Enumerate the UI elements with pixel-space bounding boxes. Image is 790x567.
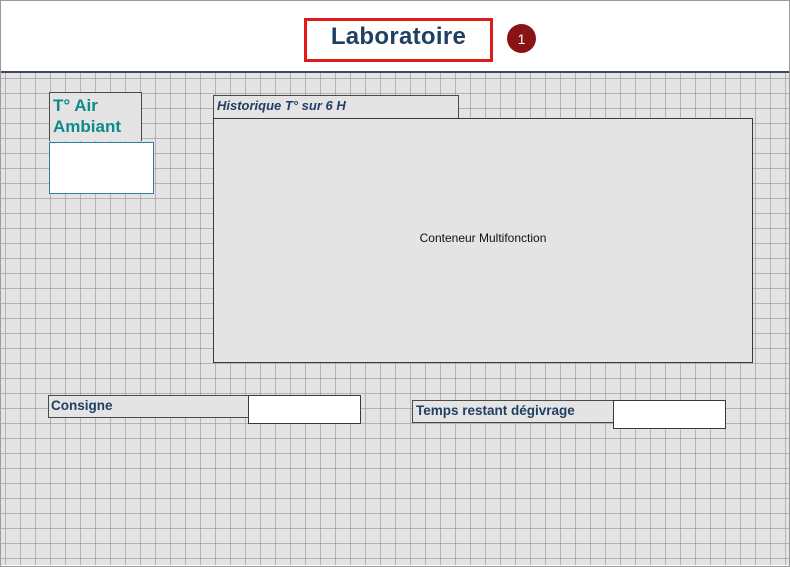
defrost-label-frame: Temps restant dégivrage <box>412 400 615 423</box>
defrost-remaining-label: Temps restant dégivrage <box>416 403 575 418</box>
history-tab[interactable]: Historique T° sur 6 H <box>213 95 459 118</box>
multifunction-container[interactable]: Conteneur Multifonction <box>213 118 753 363</box>
setpoint-label: Consigne <box>51 398 113 413</box>
callout-marker-number: 1 <box>517 30 526 47</box>
callout-marker: 1 <box>507 24 536 53</box>
page-title: Laboratoire <box>330 23 467 50</box>
air-temperature-value-field[interactable] <box>49 142 154 194</box>
history-tab-label: Historique T° sur 6 H <box>217 98 346 113</box>
setpoint-value-field[interactable] <box>248 395 361 424</box>
multifunction-container-label: Conteneur Multifonction <box>419 231 547 245</box>
page-title-highlight: Laboratoire <box>304 18 493 62</box>
defrost-value-field[interactable] <box>613 400 726 429</box>
air-temperature-label: T° Air Ambiant <box>53 96 121 136</box>
header-bar: Laboratoire 1 <box>1 1 789 73</box>
air-temperature-label-frame: T° Air Ambiant <box>49 92 142 141</box>
setpoint-label-frame: Consigne <box>48 395 250 418</box>
